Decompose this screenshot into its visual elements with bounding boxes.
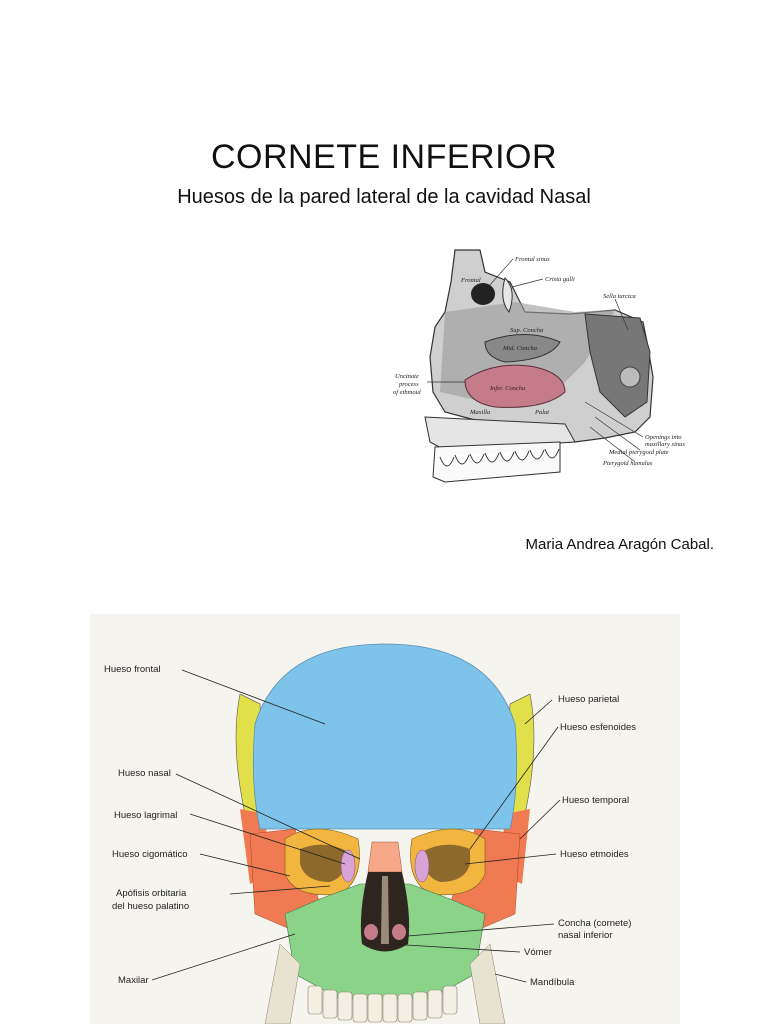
label-sup-concha: Sup. Concha [510, 327, 543, 334]
author-name: Maria Andrea Aragón Cabal. [525, 536, 714, 553]
label-mid-concha: Mid. Concha [502, 345, 537, 352]
label-hueso-esfenoides: Hueso esfenoides [560, 722, 636, 733]
label-openings-2: maxillary sinus [645, 441, 685, 448]
label-frontal-sinus: Frontal sinus [514, 256, 550, 263]
label-concha-1: Concha (cornete) [558, 918, 631, 929]
label-apofisis-2: del hueso palatino [112, 901, 189, 912]
label-medial-pterygoid: Medial pterygoid plate [608, 449, 669, 456]
label-vomer: Vómer [524, 947, 552, 958]
slide-title: CORNETE INFERIOR [210, 138, 558, 176]
nasal-wall-illustration: Frontal sinus Frontal Crista galli Sella… [393, 249, 685, 483]
label-mandibula: Mandíbula [530, 977, 575, 988]
skull-anterior-illustration: Hueso frontal Hueso nasal Hueso lagrimal… [90, 614, 680, 1024]
label-maxilla: Maxilla [469, 409, 490, 416]
label-crista-galli: Crista galli [545, 276, 575, 283]
label-concha-2: nasal inferior [558, 930, 612, 941]
label-hueso-temporal: Hueso temporal [562, 795, 629, 806]
label-hueso-etmoides: Hueso etmoides [560, 849, 629, 860]
label-sella-turcica: Sella turcica [603, 293, 636, 300]
label-palat: Palat [534, 409, 549, 416]
label-apofisis-1: Apófisis orbitaria [116, 888, 187, 899]
label-maxilar: Maxilar [118, 975, 149, 986]
label-pterygoid-hamulus: Pterygoid hamulus [602, 460, 653, 467]
label-openings-1: Openings into [645, 434, 682, 441]
label-hueso-cigomatico: Hueso cigomático [112, 849, 188, 860]
label-uncinate-2: process [398, 381, 419, 388]
slide-subtitle: Huesos de la pared lateral de la cavidad… [177, 186, 591, 208]
label-hueso-parietal: Hueso parietal [558, 694, 619, 705]
label-frontal: Frontal [460, 277, 481, 284]
slide: CORNETE INFERIOR Huesos de la pared late… [177, 138, 714, 553]
label-uncinate-1: Uncinate [395, 373, 419, 380]
label-hueso-frontal: Hueso frontal [104, 664, 161, 675]
label-hueso-nasal: Hueso nasal [118, 768, 171, 779]
label-infer-concha: Infer. Concha [489, 385, 525, 392]
label-hueso-lagrimal: Hueso lagrimal [114, 810, 177, 821]
label-uncinate-3: of ethmoid [393, 389, 421, 396]
